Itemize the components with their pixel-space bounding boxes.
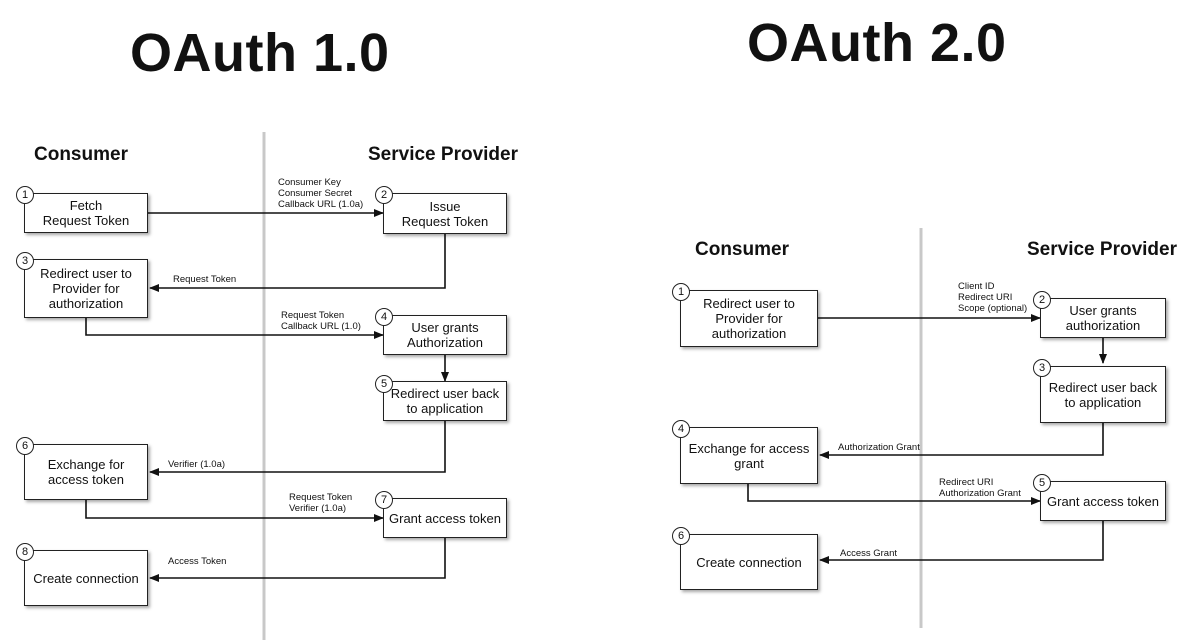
o1-step-badge: 5 <box>375 375 393 393</box>
o1-label-request-token-callback: Request Token Callback URL (1.0) <box>281 310 361 332</box>
o1-step-exchange-access-token: Exchange for access token <box>24 444 148 500</box>
o1-step-badge: 8 <box>16 543 34 561</box>
o1-arrow-5-6 <box>149 421 446 476</box>
o1-step-create-connection: Create connection <box>24 550 148 606</box>
o1-step-badge: 7 <box>375 491 393 509</box>
o2-step-create-connection: Create connection <box>680 534 818 590</box>
o1-label-verifier: Verifier (1.0a) <box>168 459 226 470</box>
o1-arrow-2-3 <box>149 234 446 292</box>
o2-step-badge: 6 <box>672 527 690 545</box>
o1-step-redirect-back: Redirect user back to application <box>383 381 507 421</box>
o2-label-client-id: Client ID Redirect URI Scope (optional) <box>958 281 1028 314</box>
o1-step-badge: 2 <box>375 186 393 204</box>
oauth2-title: OAuth 2.0 <box>747 13 1007 73</box>
oauth2-consumer-header: Consumer <box>695 239 789 260</box>
o1-step-badge: 6 <box>16 437 34 455</box>
o2-arrow-3-4 <box>819 423 1104 459</box>
o2-label-authorization-grant: Authorization Grant <box>838 442 920 453</box>
o1-step-grant-access-token: Grant access token <box>383 498 507 538</box>
o2-label-redirect-uri-grant: Redirect URI Authorization Grant <box>939 477 1021 499</box>
o2-step-exchange-access-grant: Exchange for access grant <box>680 427 818 484</box>
o1-step-issue-request-token: Issue Request Token <box>383 193 507 234</box>
o1-arrow-7-8 <box>149 538 446 582</box>
oauth1-title: OAuth 1.0 <box>130 23 390 83</box>
o1-label-access-token: Access Token <box>168 556 227 567</box>
o2-arrow-4-5 <box>747 484 1041 505</box>
o1-label-request-token: Request Token <box>173 274 237 285</box>
o2-step-badge: 4 <box>672 420 690 438</box>
o1-label-consumer-key: Consumer Key Consumer Secret Callback UR… <box>278 177 364 210</box>
o1-arrow-3-4 <box>85 318 384 339</box>
oauth1-provider-header: Service Provider <box>368 144 518 165</box>
oauth1-consumer-header: Consumer <box>34 144 128 165</box>
o1-step-user-grants: User grants Authorization <box>383 315 507 355</box>
o2-step-redirect-to-provider: Redirect user to Provider for authorizat… <box>680 290 818 347</box>
o2-label-access-grant: Access Grant <box>840 548 898 559</box>
o2-step-badge: 1 <box>672 283 690 301</box>
o1-step-redirect-to-provider: Redirect user to Provider for authorizat… <box>24 259 148 318</box>
o2-step-badge: 3 <box>1033 359 1051 377</box>
o2-step-user-grants: User grants authorization <box>1040 298 1166 338</box>
oauth2-provider-header: Service Provider <box>1027 239 1177 260</box>
o2-arrow-5-6 <box>819 521 1104 564</box>
o1-step-badge: 1 <box>16 186 34 204</box>
o1-arrow-6-7 <box>85 500 384 522</box>
o1-step-badge: 4 <box>375 308 393 326</box>
o1-label-request-token-verifier: Request Token Verifier (1.0a) <box>289 492 353 514</box>
o2-step-redirect-back: Redirect user back to application <box>1040 366 1166 423</box>
o2-step-grant-access-token: Grant access token <box>1040 481 1166 521</box>
o2-step-badge: 2 <box>1033 291 1051 309</box>
o2-step-badge: 5 <box>1033 474 1051 492</box>
o1-step-fetch-request-token: Fetch Request Token <box>24 193 148 233</box>
o1-step-badge: 3 <box>16 252 34 270</box>
